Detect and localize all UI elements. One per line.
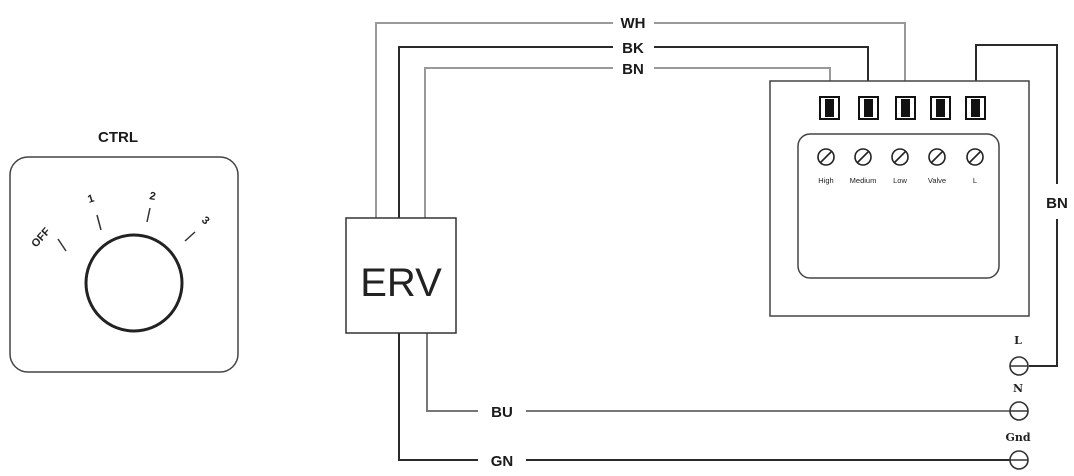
terminal-enclosure: High Medium Low Valve L	[769, 80, 1030, 317]
terminal-label-low: Low	[893, 176, 907, 185]
ctrl-title: CTRL	[98, 129, 138, 146]
supply-label-gnd: Gnd	[1005, 431, 1030, 444]
wire-gn-left	[398, 333, 478, 461]
supply-terminal-gnd: Gnd	[1005, 431, 1031, 470]
tick-1	[96, 214, 102, 231]
enclosure-panel	[797, 133, 1000, 279]
screw-l-icon	[966, 148, 984, 166]
tick-2	[146, 207, 151, 223]
wire-bu-left	[426, 333, 478, 412]
erv-label: ERV	[360, 261, 442, 305]
control-switch: CTRL OFF 1 2 3	[9, 129, 239, 373]
screw-medium-icon	[854, 148, 872, 166]
supply-terminal-l: L	[1009, 334, 1029, 376]
terminal-label-valve: Valve	[928, 176, 946, 185]
dial-label-2: 2	[148, 190, 156, 203]
terminal-label-high: High	[818, 176, 833, 185]
wire-label-wh: WH	[621, 15, 646, 32]
dial-label-1: 1	[86, 193, 96, 206]
wire-label-bn-right: BN	[1046, 195, 1068, 212]
supply-label-n: N	[1013, 382, 1023, 395]
connector-low	[895, 96, 916, 120]
wire-bn-right-lower	[1029, 219, 1058, 367]
connector-valve	[930, 96, 951, 120]
tick-off	[57, 238, 67, 252]
connector-l	[965, 96, 986, 120]
screw-valve-icon	[928, 148, 946, 166]
wire-bn-right-upper	[975, 44, 1058, 184]
supply-label-l: L	[1014, 334, 1022, 347]
terminal-label-l: L	[973, 176, 977, 185]
erv-box	[345, 217, 457, 334]
connector-high	[819, 96, 840, 120]
wire-bn-left	[424, 67, 613, 218]
wire-label-bn-top: BN	[622, 61, 644, 78]
wire-label-gn: GN	[491, 453, 514, 470]
terminal-label-medium: Medium	[850, 176, 877, 185]
tick-3	[184, 231, 196, 242]
connector-medium	[858, 96, 879, 120]
wire-wh-left	[375, 22, 613, 218]
wire-wh-right	[654, 22, 906, 97]
screw-low-icon	[891, 148, 909, 166]
wire-bk-left	[398, 46, 613, 218]
screw-high-icon	[817, 148, 835, 166]
supply-terminal-n: N	[1009, 382, 1029, 421]
ctrl-knob[interactable]	[84, 233, 184, 333]
erv-unit: ERV	[345, 217, 457, 334]
wire-label-bu: BU	[491, 404, 513, 421]
wire-label-bk: BK	[622, 40, 644, 57]
